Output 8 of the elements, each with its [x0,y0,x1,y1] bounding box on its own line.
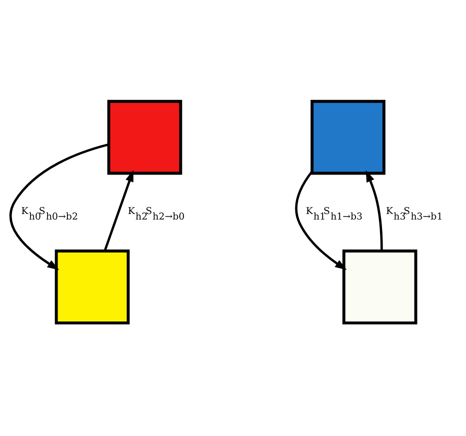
node-box [342,249,418,324]
node-box [107,99,182,174]
arrow [366,170,383,250]
arrow [295,170,347,270]
arrow [104,169,134,251]
node-box [310,99,386,174]
arrow [10,142,109,270]
node-box [54,249,130,324]
